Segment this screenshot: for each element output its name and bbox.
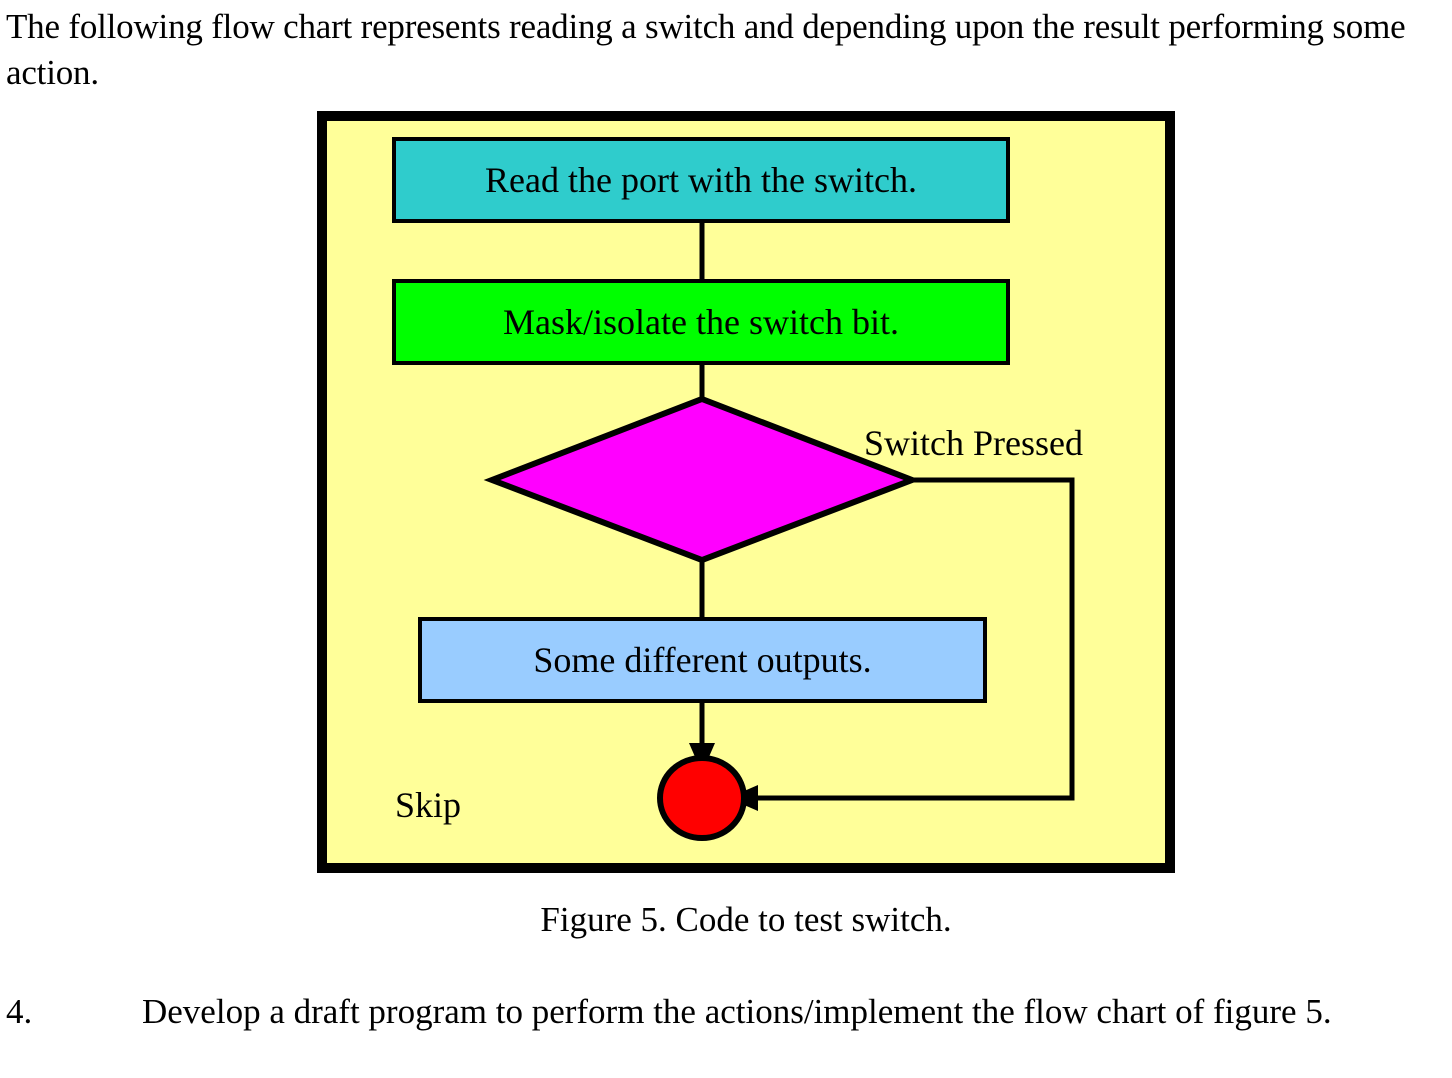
flowchart-figure-frame: Read the port with the switch. Mask/isol… bbox=[317, 111, 1175, 873]
flowchart-label-switch-pressed: Switch Pressed bbox=[864, 423, 1083, 463]
flowchart-node-outputs-label: Some different outputs. bbox=[533, 640, 872, 680]
edge-switch-pressed-bypass bbox=[744, 477, 1075, 801]
flowchart-label-skip: Skip bbox=[395, 785, 462, 825]
intro-paragraph: The following flow chart represents read… bbox=[6, 7, 1415, 92]
task-number: 4. bbox=[6, 992, 33, 1031]
flowchart-node-read-port-label: Read the port with the switch. bbox=[485, 160, 917, 200]
flowchart-node-read-port[interactable]: Read the port with the switch. bbox=[392, 137, 1010, 223]
flowchart-canvas: Read the port with the switch. Mask/isol… bbox=[327, 121, 1165, 863]
flowchart-node-mask-bit-label: Mask/isolate the switch bit. bbox=[503, 302, 899, 342]
flowchart-node-outputs[interactable]: Some different outputs. bbox=[418, 617, 987, 703]
decision-diamond bbox=[483, 395, 921, 564]
task-text: Develop a draft program to perform the a… bbox=[142, 992, 1332, 1031]
terminator-circle bbox=[657, 755, 747, 841]
flowchart-node-mask-bit[interactable]: Mask/isolate the switch bit. bbox=[392, 279, 1010, 365]
flowchart-connector-layer bbox=[483, 223, 1075, 841]
figure-caption: Figure 5. Code to test switch. bbox=[540, 900, 952, 939]
